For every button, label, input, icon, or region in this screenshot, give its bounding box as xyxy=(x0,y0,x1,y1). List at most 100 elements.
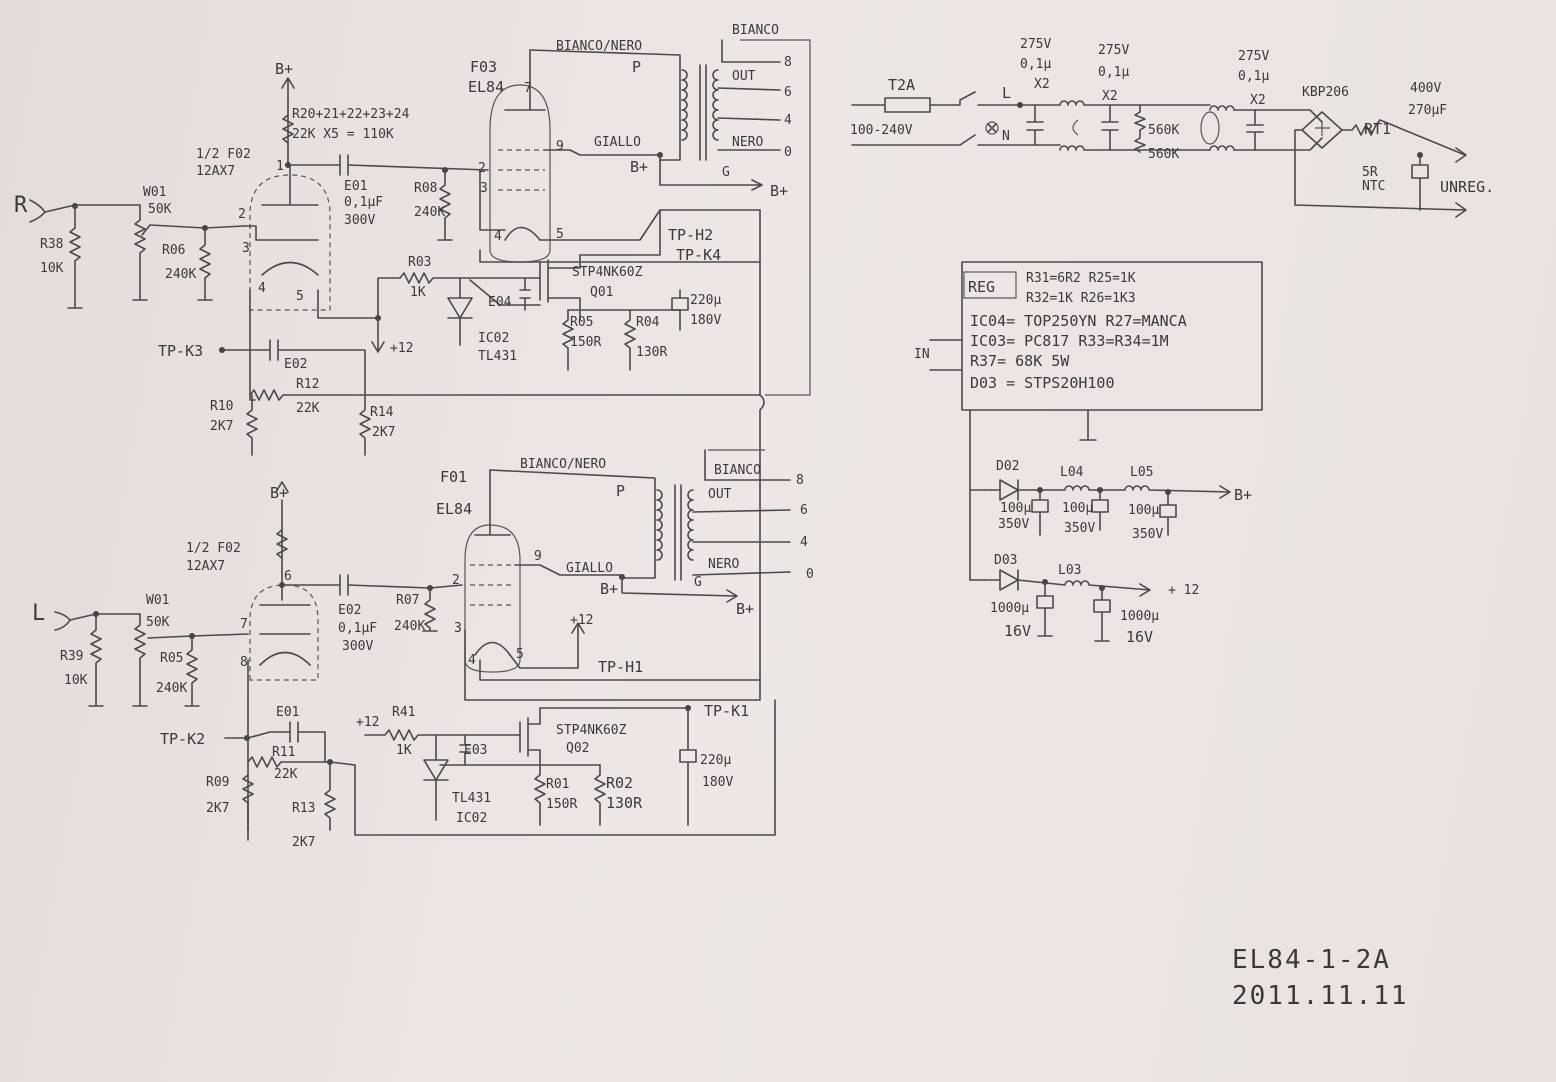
tp-k4-label: TP-K4 xyxy=(676,246,721,264)
e03-label: E03 xyxy=(464,743,487,758)
c100b-value: 100µ xyxy=(1062,501,1093,516)
right-tube-type: 12AX7 xyxy=(196,164,235,179)
c2-class: X2 xyxy=(1102,89,1118,104)
r10-label: R10 xyxy=(210,399,233,414)
diode-d03-icon xyxy=(984,569,1019,591)
r04-value: 130R xyxy=(636,345,667,360)
right-triode-pin-5: 5 xyxy=(296,289,304,304)
f03-label: F03 xyxy=(470,58,497,76)
right-mosfet-q01 xyxy=(539,254,581,321)
r38-value: 10K xyxy=(40,261,64,276)
right-xfmr-nero: NERO xyxy=(732,135,763,150)
power-supply xyxy=(851,91,1467,218)
r20-24-label: R20+21+22+23+24 xyxy=(292,107,410,122)
right-el84-plate xyxy=(504,49,546,111)
r11-label: R11 xyxy=(272,745,295,760)
left-triode-envelope xyxy=(249,584,319,681)
f03-pin-2: 2 xyxy=(478,161,486,176)
r05-left-value: 240K xyxy=(156,681,187,696)
f03-type: EL84 xyxy=(468,78,504,96)
right-xfmr-secondary-coil xyxy=(712,69,719,141)
r02-resistor xyxy=(594,764,606,826)
r09-label: R09 xyxy=(206,775,229,790)
right-triode-envelope xyxy=(249,174,331,311)
common-mode-choke-2-core xyxy=(1200,111,1220,145)
left-el84-envelope xyxy=(464,524,521,673)
left-plus12-label: +12 xyxy=(570,613,593,628)
f01-pin-2: 2 xyxy=(452,573,460,588)
fuse-label: T2A xyxy=(888,76,915,94)
r11-resistor xyxy=(247,756,356,768)
right-primary-wire xyxy=(529,49,681,161)
bulk-cap-voltage: 400V xyxy=(1410,81,1441,96)
r39-resistor xyxy=(90,613,102,706)
right-pot-value: 50K xyxy=(148,202,172,217)
e02-left-voltage: 300V xyxy=(342,639,373,654)
reg-line-3: IC04= TOP250YN R27=MANCA xyxy=(970,312,1187,330)
r08-value: 240K xyxy=(414,205,445,220)
r03-label: R03 xyxy=(408,255,431,270)
r05-left-resistor xyxy=(186,635,198,706)
r560b-value: 560K xyxy=(1148,147,1179,162)
left-primary-wire xyxy=(489,469,656,579)
right-xfmr-giallo: GIALLO xyxy=(594,135,641,150)
right-bplus-out-label: B+ xyxy=(770,182,788,200)
right-bplus-out-arrow xyxy=(659,154,763,191)
right-bplus-arrow xyxy=(281,77,295,166)
right-xfmr-bianco: BIANCO xyxy=(732,23,779,38)
tp-k3-label: TP-K3 xyxy=(158,342,203,360)
ntc-rt1 xyxy=(1341,119,1467,163)
right-bplus-label: B+ xyxy=(275,60,293,78)
c1-voltage: 275V xyxy=(1020,37,1051,52)
bulk-cap-value: 270µF xyxy=(1408,103,1447,118)
c100c-value: 100µ xyxy=(1128,503,1159,518)
f03-pin-9: 9 xyxy=(556,139,564,154)
right-xfmr-out: OUT xyxy=(732,69,756,84)
left-bplus-out-arrow xyxy=(621,576,738,603)
r12-resistor xyxy=(249,389,761,401)
right-input-label: R xyxy=(14,193,28,218)
l03-label: L03 xyxy=(1058,563,1081,578)
left-cap-e01 xyxy=(224,721,326,763)
left-bplus-label: B+ xyxy=(270,484,288,502)
left-coupling-cap-e02 xyxy=(281,574,463,596)
e01-right-value: 0,1µF xyxy=(344,195,383,210)
e02-left-value: 0,1µF xyxy=(338,621,377,636)
right-xfmr-bplus: B+ xyxy=(630,158,648,176)
r09-resistor xyxy=(242,774,254,831)
r10-value: 2K7 xyxy=(210,419,233,434)
x2-cap-2 xyxy=(1101,104,1119,151)
line-label: L xyxy=(1002,84,1011,102)
left-pot-w01 xyxy=(134,613,146,706)
r07-label: R07 xyxy=(396,593,419,608)
bulk-cap xyxy=(1411,154,1429,211)
tp-k1-label: TP-K1 xyxy=(704,702,749,720)
right-cap-220u-value: 220µ xyxy=(690,293,721,308)
right-triode-pin-1: 1 xyxy=(276,159,284,174)
e01-right-voltage: 300V xyxy=(344,213,375,228)
r38-label: R38 xyxy=(40,237,63,252)
f01-pin-9: 9 xyxy=(534,549,542,564)
c2-value: 0,1µ xyxy=(1098,65,1129,80)
mains-voltage: 100-240V xyxy=(850,123,913,138)
f01-pin-4: 4 xyxy=(468,653,476,668)
reg-line-4: IC03= PC817 R33=R34=1M xyxy=(970,332,1169,350)
left-bplus-out-label: B+ xyxy=(736,600,754,618)
reg-line-6: D03 = STPS20H100 xyxy=(970,374,1115,392)
tp-h1-label: TP-H1 xyxy=(598,658,643,676)
r01-resistor xyxy=(534,764,546,826)
x2-cap-3 xyxy=(1246,109,1264,151)
r12-label: R12 xyxy=(296,377,319,392)
neutral-label: N xyxy=(1002,129,1010,144)
c1-value: 0,1µ xyxy=(1020,57,1051,72)
r13-label: R13 xyxy=(292,801,315,816)
f01-pin-5: 5 xyxy=(516,647,524,662)
right-tube-half-label: 1/2 F02 xyxy=(196,147,251,162)
r13-value: 2K7 xyxy=(292,835,315,850)
left-pot-value: 50K xyxy=(146,615,170,630)
right-xfmr-bianco-nero: BIANCO/NERO xyxy=(556,39,642,54)
ic02-left-type: TL431 xyxy=(452,791,491,806)
r05-right-label: R05 xyxy=(570,315,593,330)
